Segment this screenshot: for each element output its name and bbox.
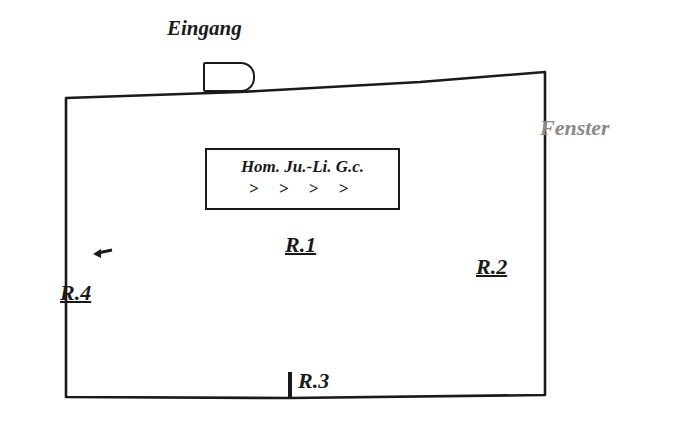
door-label: Eingang [167,16,242,41]
side-note: Fenster [540,115,610,141]
room-outline [66,72,545,398]
chevron-row: > > > > [217,178,388,200]
room-marker: R.2 [476,254,507,280]
tick-mark [288,372,292,398]
room-marker: R.1 [285,232,316,258]
room-marker: R.3 [298,368,329,394]
arrow-head [93,249,101,258]
table-box: Hom. Ju.-Li. G.c.> > > > [205,148,400,210]
room-marker: R.4 [60,280,91,306]
table-label: Hom. Ju.-Li. G.c. [217,156,388,178]
door-symbol: Eingang [203,62,255,92]
